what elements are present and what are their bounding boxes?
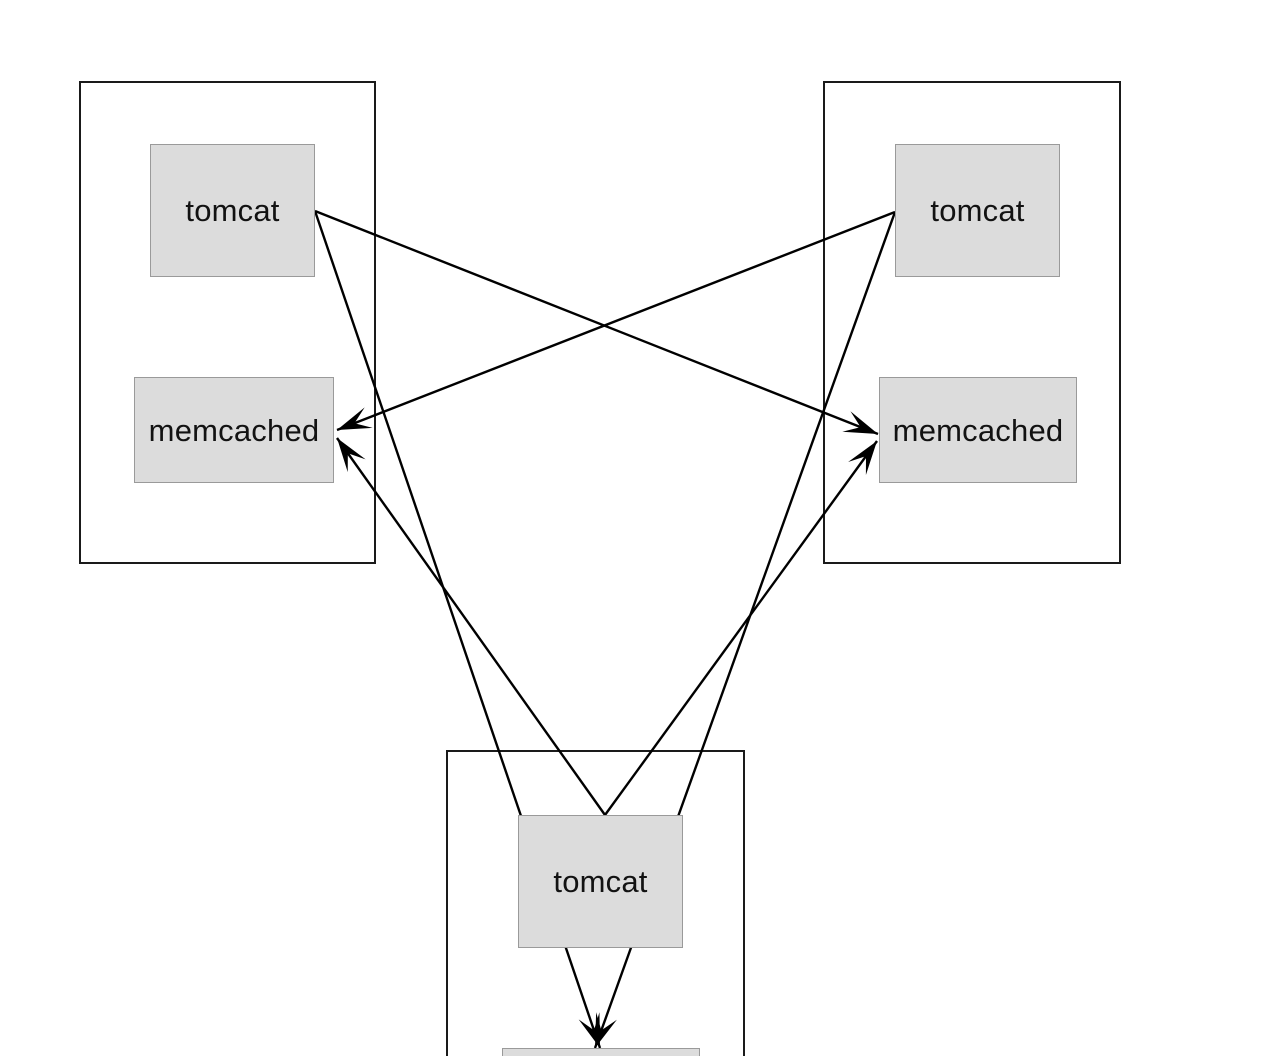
node-label: memcached <box>892 412 1064 448</box>
edge-tomcat-left-to-memcached-right <box>314 209 879 436</box>
node-tomcat-right[interactable]: tomcat <box>895 144 1060 277</box>
node-tomcat-left[interactable]: tomcat <box>150 144 315 277</box>
node-memcached-right[interactable]: memcached <box>879 377 1077 483</box>
node-label: tomcat <box>930 193 1025 228</box>
node-memcached-bottom[interactable]: memcached <box>502 1048 700 1056</box>
node-memcached-left[interactable]: memcached <box>134 377 334 483</box>
edge-tomcat-right-to-memcached-left <box>336 210 896 432</box>
node-label: tomcat <box>185 193 280 228</box>
node-tomcat-bottom[interactable]: tomcat <box>518 815 683 948</box>
node-label: memcached <box>148 412 320 448</box>
node-label: tomcat <box>553 864 648 899</box>
